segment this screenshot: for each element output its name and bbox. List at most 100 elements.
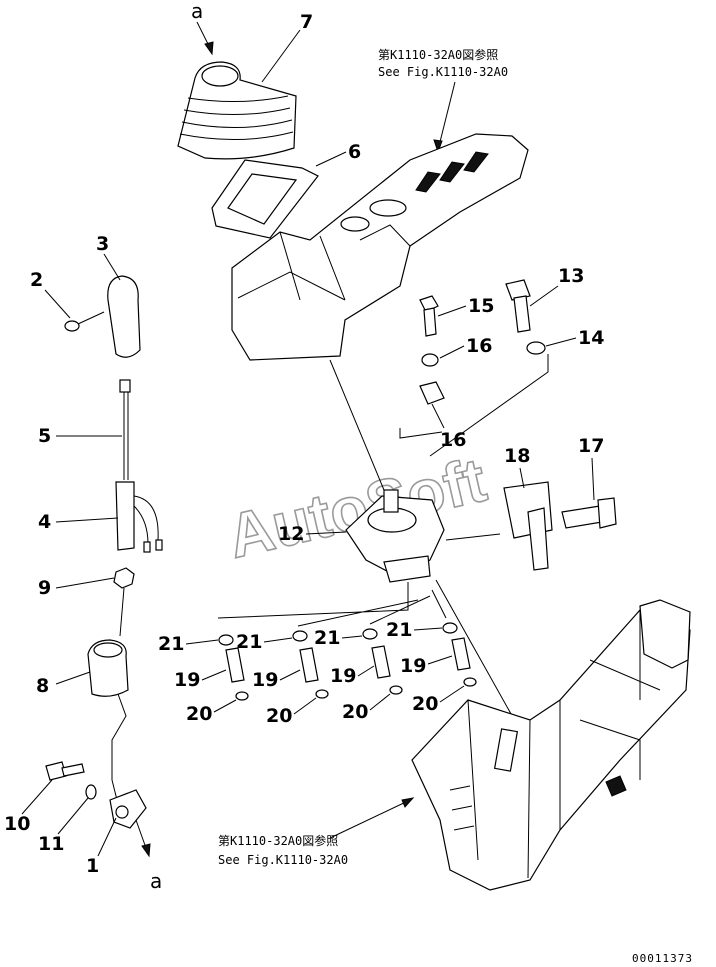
leader-17: [591, 457, 595, 501]
callout-20-d: 20: [412, 693, 438, 715]
part-16-collar: [419, 381, 445, 429]
leader-20-c: [369, 693, 391, 711]
reference-bottom-en: See Fig.K1110-32A0: [218, 853, 348, 867]
leader-8: [55, 671, 91, 685]
part-14-washer: [526, 341, 546, 355]
callout-9: 9: [38, 577, 51, 599]
leader-15: [437, 305, 467, 317]
reference-bottom-leader: [329, 799, 411, 839]
orings-21: [218, 622, 458, 646]
part-4-switch: [115, 481, 163, 553]
callout-21-a: 21: [158, 633, 184, 655]
part-18-bracket: [503, 481, 553, 571]
callout-5: 5: [38, 425, 51, 447]
leader-4: [55, 517, 119, 523]
part-11-washer: [85, 784, 97, 800]
callout-11: 11: [38, 833, 64, 855]
callout-20-b: 20: [266, 705, 292, 727]
view-arrow-top-head: [204, 41, 214, 56]
reference-top-arrowhead: [433, 139, 443, 154]
leader-20-d: [439, 685, 465, 703]
callout-19-b: 19: [252, 669, 278, 691]
part-15-bolt: [419, 295, 439, 337]
callout-2: 2: [30, 269, 43, 291]
callout-7: 7: [300, 11, 313, 33]
callout-19-d: 19: [400, 655, 426, 677]
plungers-19: [225, 637, 471, 683]
part-6-plate: [211, 159, 319, 239]
reference-bottom-arrowhead: [401, 797, 415, 808]
callout-3: 3: [96, 233, 109, 255]
leader-16-lower: [399, 428, 443, 439]
callout-21-d: 21: [386, 619, 412, 641]
callout-8: 8: [36, 675, 49, 697]
leader-19-b: [279, 669, 301, 681]
port-lines: [217, 582, 447, 627]
leader-10: [21, 779, 53, 815]
leader-9: [55, 577, 115, 589]
callout-14: 14: [578, 327, 604, 349]
leader-6: [315, 151, 347, 167]
leader-2: [44, 289, 71, 319]
leader-21-a: [185, 639, 219, 645]
leader-14: [545, 337, 577, 347]
callout-13: 13: [558, 265, 584, 287]
leader-21-d: [413, 627, 443, 631]
console-cover: [231, 133, 529, 361]
leader-7: [261, 29, 301, 83]
part-7-boot: [177, 61, 297, 160]
callout-16-upper: 16: [466, 335, 492, 357]
reference-top-en: See Fig.K1110-32A0: [378, 65, 508, 79]
part-12-valve: [345, 489, 445, 583]
springs-20: [235, 677, 477, 701]
part-9-nut: [113, 567, 135, 637]
watermark-text: AutoSoft: [222, 446, 493, 572]
callout-15: 15: [468, 295, 494, 317]
callout-21-b: 21: [236, 631, 262, 653]
part-10-bolt: [45, 761, 85, 781]
assembly-line-14: [429, 354, 549, 457]
part-16-washer-upper: [421, 353, 439, 367]
reference-top-leader: [437, 81, 456, 151]
leader-21-b: [263, 637, 293, 643]
callout-19-a: 19: [174, 669, 200, 691]
callout-1: 1: [86, 855, 99, 877]
callout-21-c: 21: [314, 627, 340, 649]
part-5-lever-rod: [119, 379, 131, 480]
callout-4: 4: [38, 511, 51, 533]
leader-21-c: [341, 635, 363, 639]
console-frame: [411, 599, 691, 891]
leader-18: [519, 467, 525, 489]
leader-19-d: [427, 655, 453, 665]
leader-20-a: [213, 699, 237, 713]
part-1-bracket: [109, 789, 147, 829]
callout-17: 17: [578, 435, 604, 457]
part-13-bolt: [505, 279, 531, 333]
view-arrow-bottom-head: [141, 843, 151, 858]
part-17-bolt: [561, 497, 617, 529]
leader-1: [97, 817, 117, 857]
part-3-knob: [107, 275, 141, 358]
drawing-serial-number: 00011373: [632, 952, 693, 965]
callout-20-c: 20: [342, 701, 368, 723]
view-mark-bottom: a: [150, 869, 162, 893]
part-2-screw: [64, 311, 105, 332]
callout-6: 6: [348, 141, 361, 163]
part-8-housing: [87, 639, 129, 813]
callout-18: 18: [504, 445, 530, 467]
reference-bottom-jp: 第K1110-32A0図参照: [218, 833, 338, 848]
callout-19-c: 19: [330, 665, 356, 687]
leader-20-b: [293, 697, 317, 715]
leader-3: [103, 253, 121, 281]
leader-13: [529, 285, 559, 307]
assembly-lines-12: [329, 359, 521, 731]
leader-19-a: [201, 669, 227, 681]
reference-top-jp: 第K1110-32A0図参照: [378, 47, 498, 62]
view-arrow-bottom-line: [135, 819, 147, 849]
callout-10: 10: [4, 813, 30, 835]
leader-11: [57, 797, 89, 835]
view-mark-top: a: [191, 0, 203, 23]
callout-20-a: 20: [186, 703, 212, 725]
